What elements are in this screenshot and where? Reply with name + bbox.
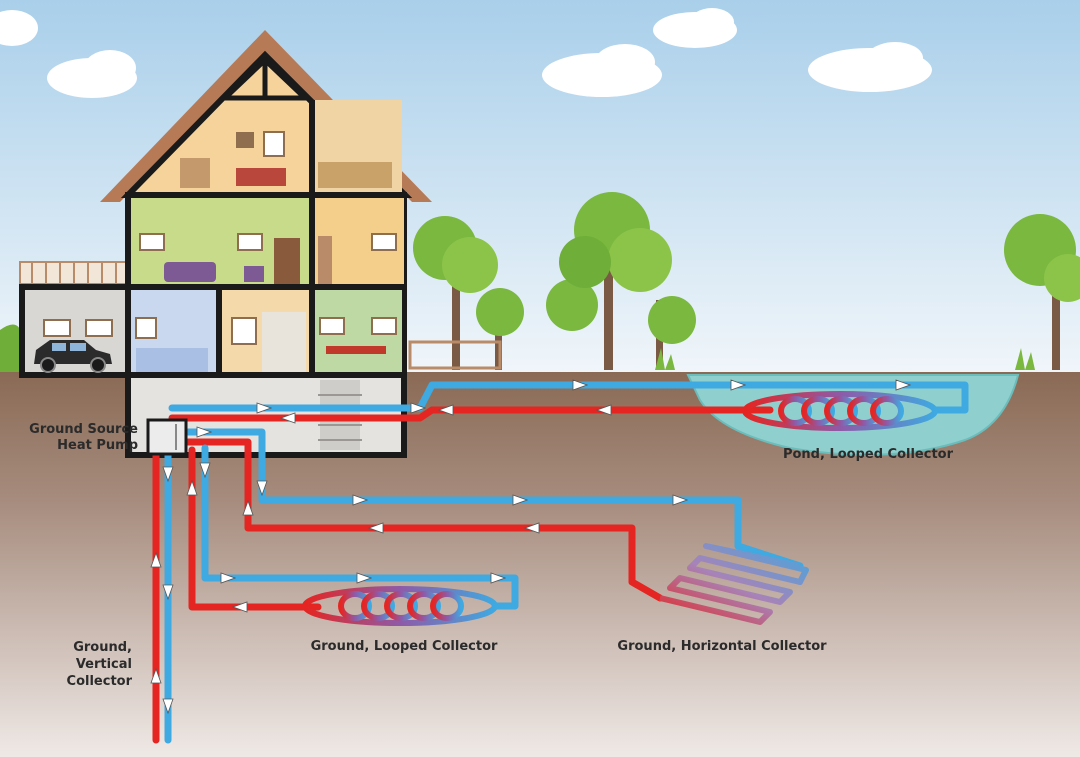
horizontal-hot-pipe (184, 438, 664, 602)
looped-cold-pipe (201, 444, 519, 610)
label-heat-pump-line2: Heat Pump (57, 438, 138, 453)
label-heat-pump-line1: Ground Source (29, 422, 138, 437)
house (19, 30, 432, 458)
label-vertical-line2: Vertical (76, 657, 132, 672)
ground-looped-coil (302, 586, 498, 626)
heat-pump-unit (146, 418, 188, 456)
label-ground-horizontal-collector: Ground, Horizontal Collector (617, 639, 827, 654)
horizontal-collector-grid (659, 543, 809, 625)
fence (408, 340, 502, 370)
labels: Ground Source Heat Pump Pond, Looped Col… (29, 422, 953, 689)
label-vertical-line3: Collector (67, 674, 133, 689)
pond-coil (742, 391, 938, 431)
pond-cold-pipe (168, 381, 969, 414)
car-icon (34, 340, 112, 373)
label-pond-collector: Pond, Looped Collector (783, 447, 954, 462)
label-vertical-line1: Ground, (73, 640, 132, 655)
cloud-icon (0, 8, 932, 98)
tree-icon (413, 192, 1080, 370)
looped-hot-pipe (188, 446, 322, 611)
bush (0, 324, 22, 372)
horizontal-cold-pipe (184, 428, 804, 570)
label-ground-looped-collector: Ground, Looped Collector (311, 639, 498, 654)
